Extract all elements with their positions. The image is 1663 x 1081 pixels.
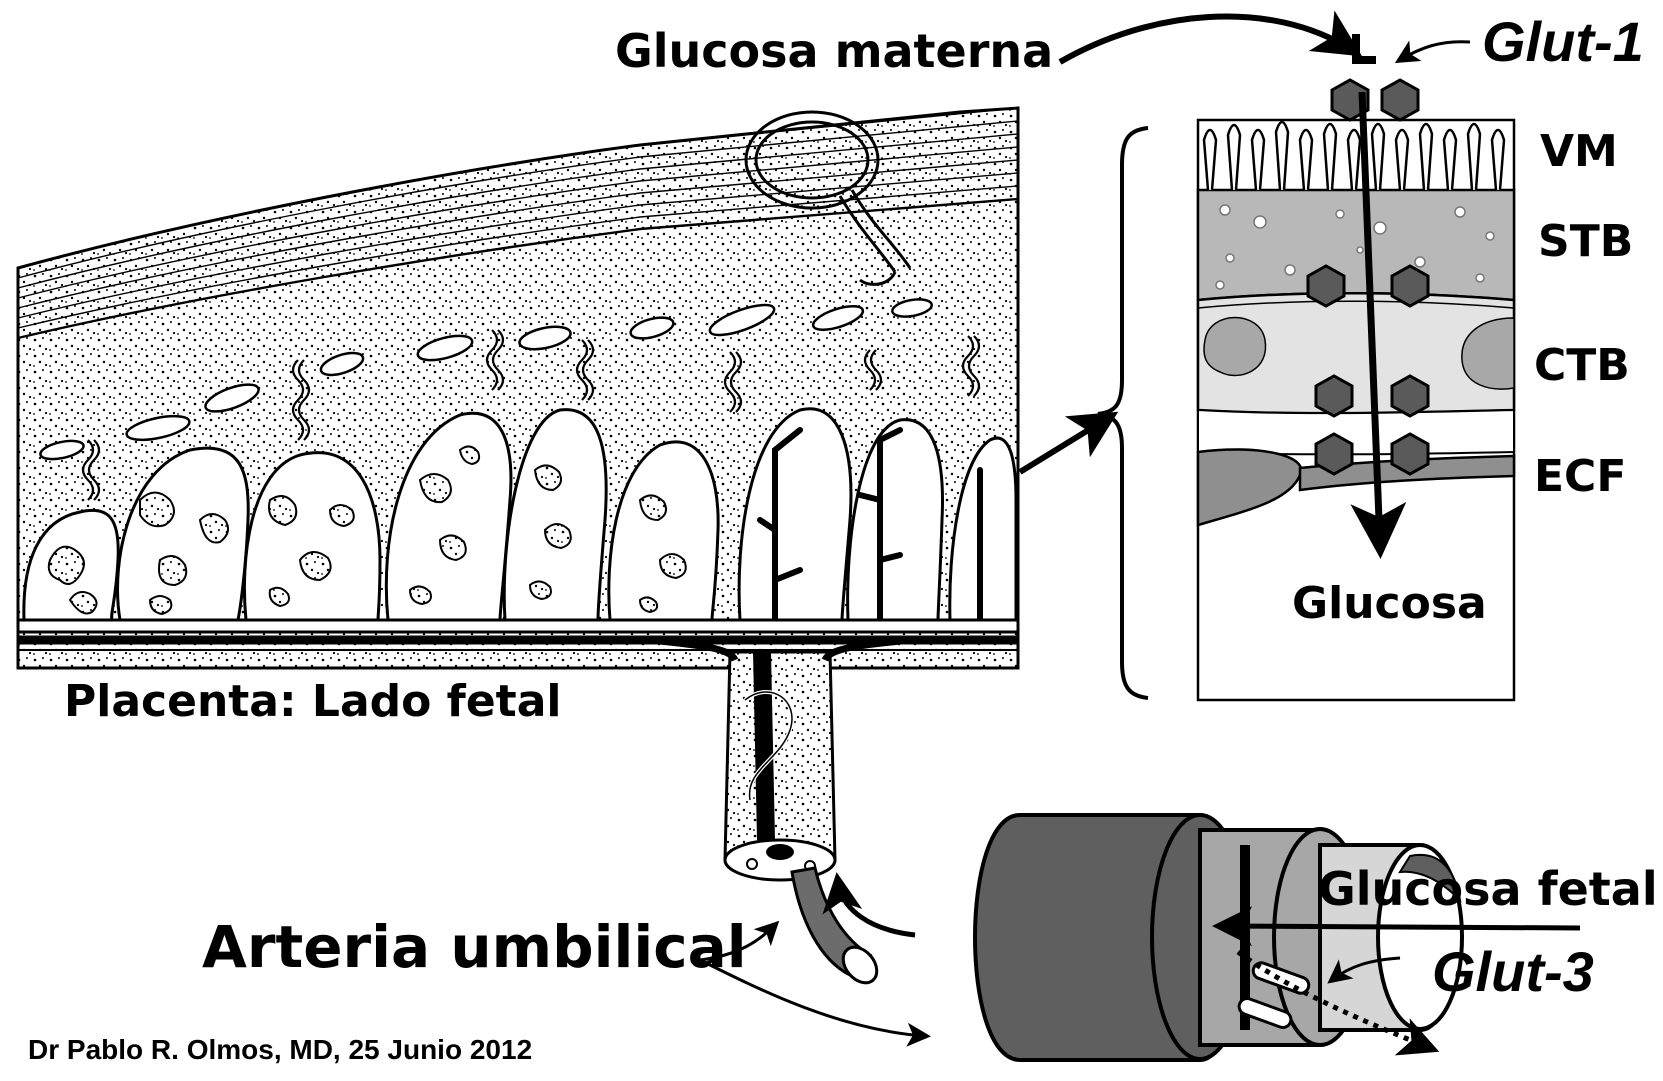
label-glucosa: Glucosa [1292, 582, 1487, 626]
label-arteria-umbilical: Arteria umbilical [202, 918, 747, 976]
label-placenta-lado-fetal: Placenta: Lado fetal [64, 680, 561, 724]
author-credit: Dr Pablo R. Olmos, MD, 25 Junio 2012 [28, 1036, 532, 1064]
placenta-section [18, 108, 1108, 989]
fetal-glucose-arrow [1222, 926, 1580, 928]
brace [1098, 128, 1148, 698]
label-glut1: Glut-1 [1482, 14, 1644, 70]
label-glut3: Glut-3 [1432, 944, 1594, 1000]
vessel-to-cord-arrow [838, 882, 915, 935]
label-stb: STB [1538, 220, 1633, 264]
ctb-nucleus-left [1204, 318, 1266, 376]
label-glucosa-materna: Glucosa materna [615, 28, 1053, 74]
label-ctb: CTB [1534, 344, 1630, 388]
label-vm: VM [1540, 130, 1618, 174]
vessel-section [838, 815, 1580, 1060]
glut1-pointer [1400, 42, 1470, 60]
label-ecf: ECF [1534, 455, 1626, 499]
maternal-glucose-arrow [1060, 16, 1352, 62]
zoom-arrow [1020, 418, 1108, 472]
label-glucosa-fetal: Glucosa fetal [1318, 866, 1658, 912]
